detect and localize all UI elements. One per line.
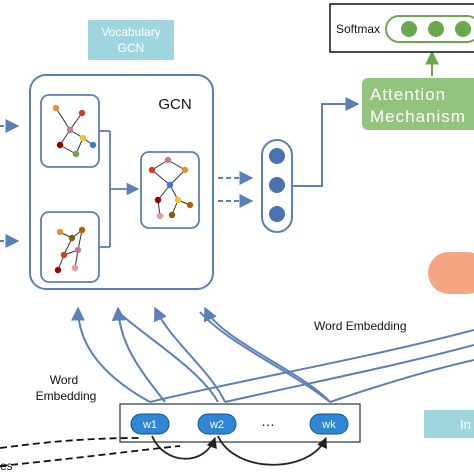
subgraph-top <box>40 94 100 168</box>
vocab-gcn-line1: Vocabulary <box>101 25 160 39</box>
word-embedding-label-right: Word Embedding <box>314 319 407 333</box>
word-dependency-arrows <box>151 435 327 466</box>
attention-mechanism-box: Attention Mechanism <box>362 78 474 130</box>
bottom-right-label: In <box>460 417 471 432</box>
subgraph-bottom <box>40 211 100 283</box>
attention-line2: Mechanism <box>370 107 466 126</box>
word-token: wk <box>321 419 336 431</box>
word-embedding-label-left-line2: Embedding <box>36 389 97 403</box>
left-cut-label: es <box>0 459 13 473</box>
vocab-gcn-box: Vocabulary GCN <box>88 20 174 60</box>
vector-node <box>269 148 285 164</box>
vocab-gcn-line2: GCN <box>118 41 145 55</box>
vector-node <box>269 177 285 193</box>
attention-line1: Attention <box>370 85 446 104</box>
softmax-node <box>428 21 444 37</box>
word-embedding-label-left-line1: Word <box>50 373 78 387</box>
word-ellipsis: … <box>261 413 275 429</box>
graph-embedding-vector <box>261 139 293 233</box>
salmon-block <box>428 252 474 294</box>
softmax-box: Softmax <box>329 3 474 53</box>
gcn-container: GCN <box>29 74 214 290</box>
word-embedding-arrows <box>71 306 474 403</box>
softmax-node <box>455 21 471 37</box>
word-sequence-box: w1 w2 … wk <box>119 403 361 443</box>
bottom-right-box: In <box>424 410 474 438</box>
softmax-label: Softmax <box>336 22 380 36</box>
gcn-label: GCN <box>158 96 191 113</box>
softmax-node <box>401 21 417 37</box>
word-token: w2 <box>209 419 224 431</box>
dashed-input-lines <box>0 437 181 467</box>
subgraph-merged <box>140 151 200 229</box>
word-token: w1 <box>142 419 157 431</box>
merge-connector <box>99 130 140 248</box>
vector-to-attention-arrow <box>292 97 360 187</box>
vector-node <box>269 206 285 222</box>
